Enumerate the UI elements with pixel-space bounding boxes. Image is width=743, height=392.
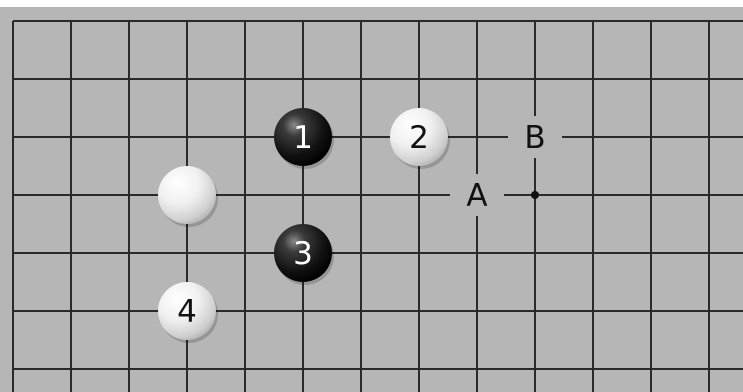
stone-number: 1	[293, 120, 313, 156]
board-frame-top	[0, 0, 743, 7]
stone-number: 4	[177, 294, 197, 330]
stone-number: 2	[409, 120, 429, 156]
stone-body	[158, 166, 216, 224]
marker-label: A	[466, 178, 487, 214]
star-point	[531, 191, 539, 199]
marker-label: B	[524, 120, 545, 156]
star-points	[531, 191, 539, 199]
point-marker-a[interactable]: A	[450, 174, 504, 216]
stone-number: 3	[293, 236, 313, 272]
point-marker-b[interactable]: B	[508, 116, 562, 158]
